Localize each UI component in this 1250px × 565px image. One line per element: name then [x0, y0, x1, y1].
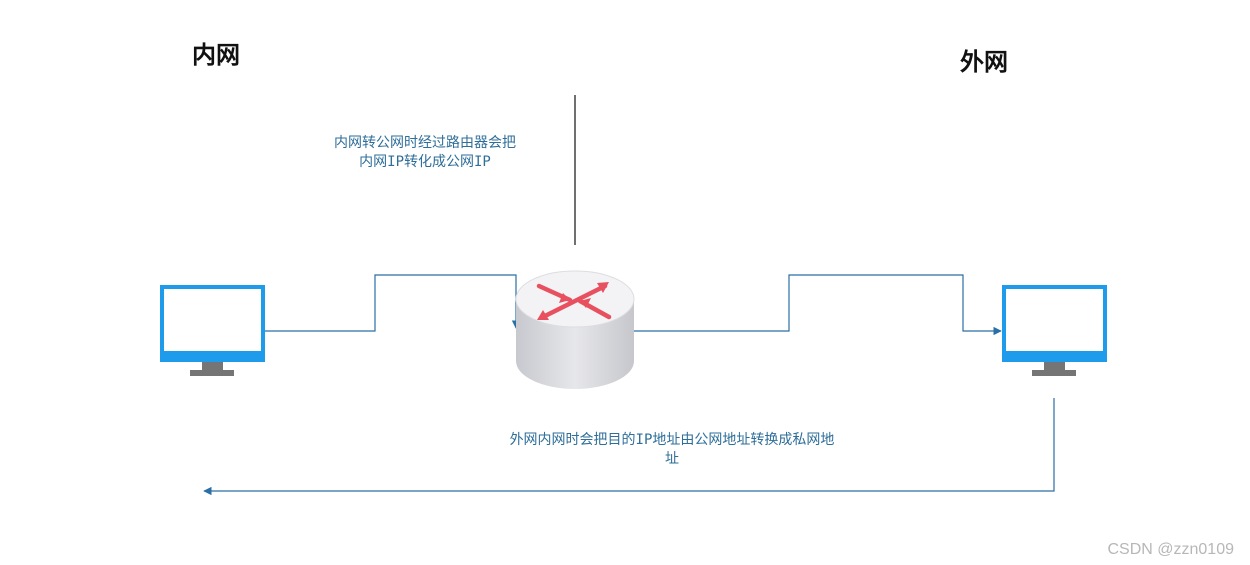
inbound-note-line1: 外网内网时会把目的IP地址由公网地址转换成私网地 [509, 432, 835, 448]
outbound-note-line1: 内网转公网时经过路由器会把 [334, 135, 516, 151]
internet-label: 外网 [960, 47, 1008, 76]
left-monitor-icon [160, 285, 265, 376]
outbound-note-line2: 内网IP转化成公网IP [359, 154, 491, 170]
outbound-note: 内网转公网时经过路由器会把 内网IP转化成公网IP [290, 134, 560, 172]
connector-router-to-right [634, 274, 1002, 336]
connector-return [203, 398, 1055, 496]
intranet-label: 内网 [192, 40, 240, 69]
inbound-note: 外网内网时会把目的IP地址由公网地址转换成私网地 址 [462, 431, 882, 469]
watermark: CSDN @zzn0109 [1107, 541, 1234, 558]
right-monitor-icon [1002, 285, 1107, 376]
connector-left-to-router [263, 274, 521, 332]
inbound-note-line2: 址 [665, 451, 679, 467]
router-icon [515, 270, 635, 389]
